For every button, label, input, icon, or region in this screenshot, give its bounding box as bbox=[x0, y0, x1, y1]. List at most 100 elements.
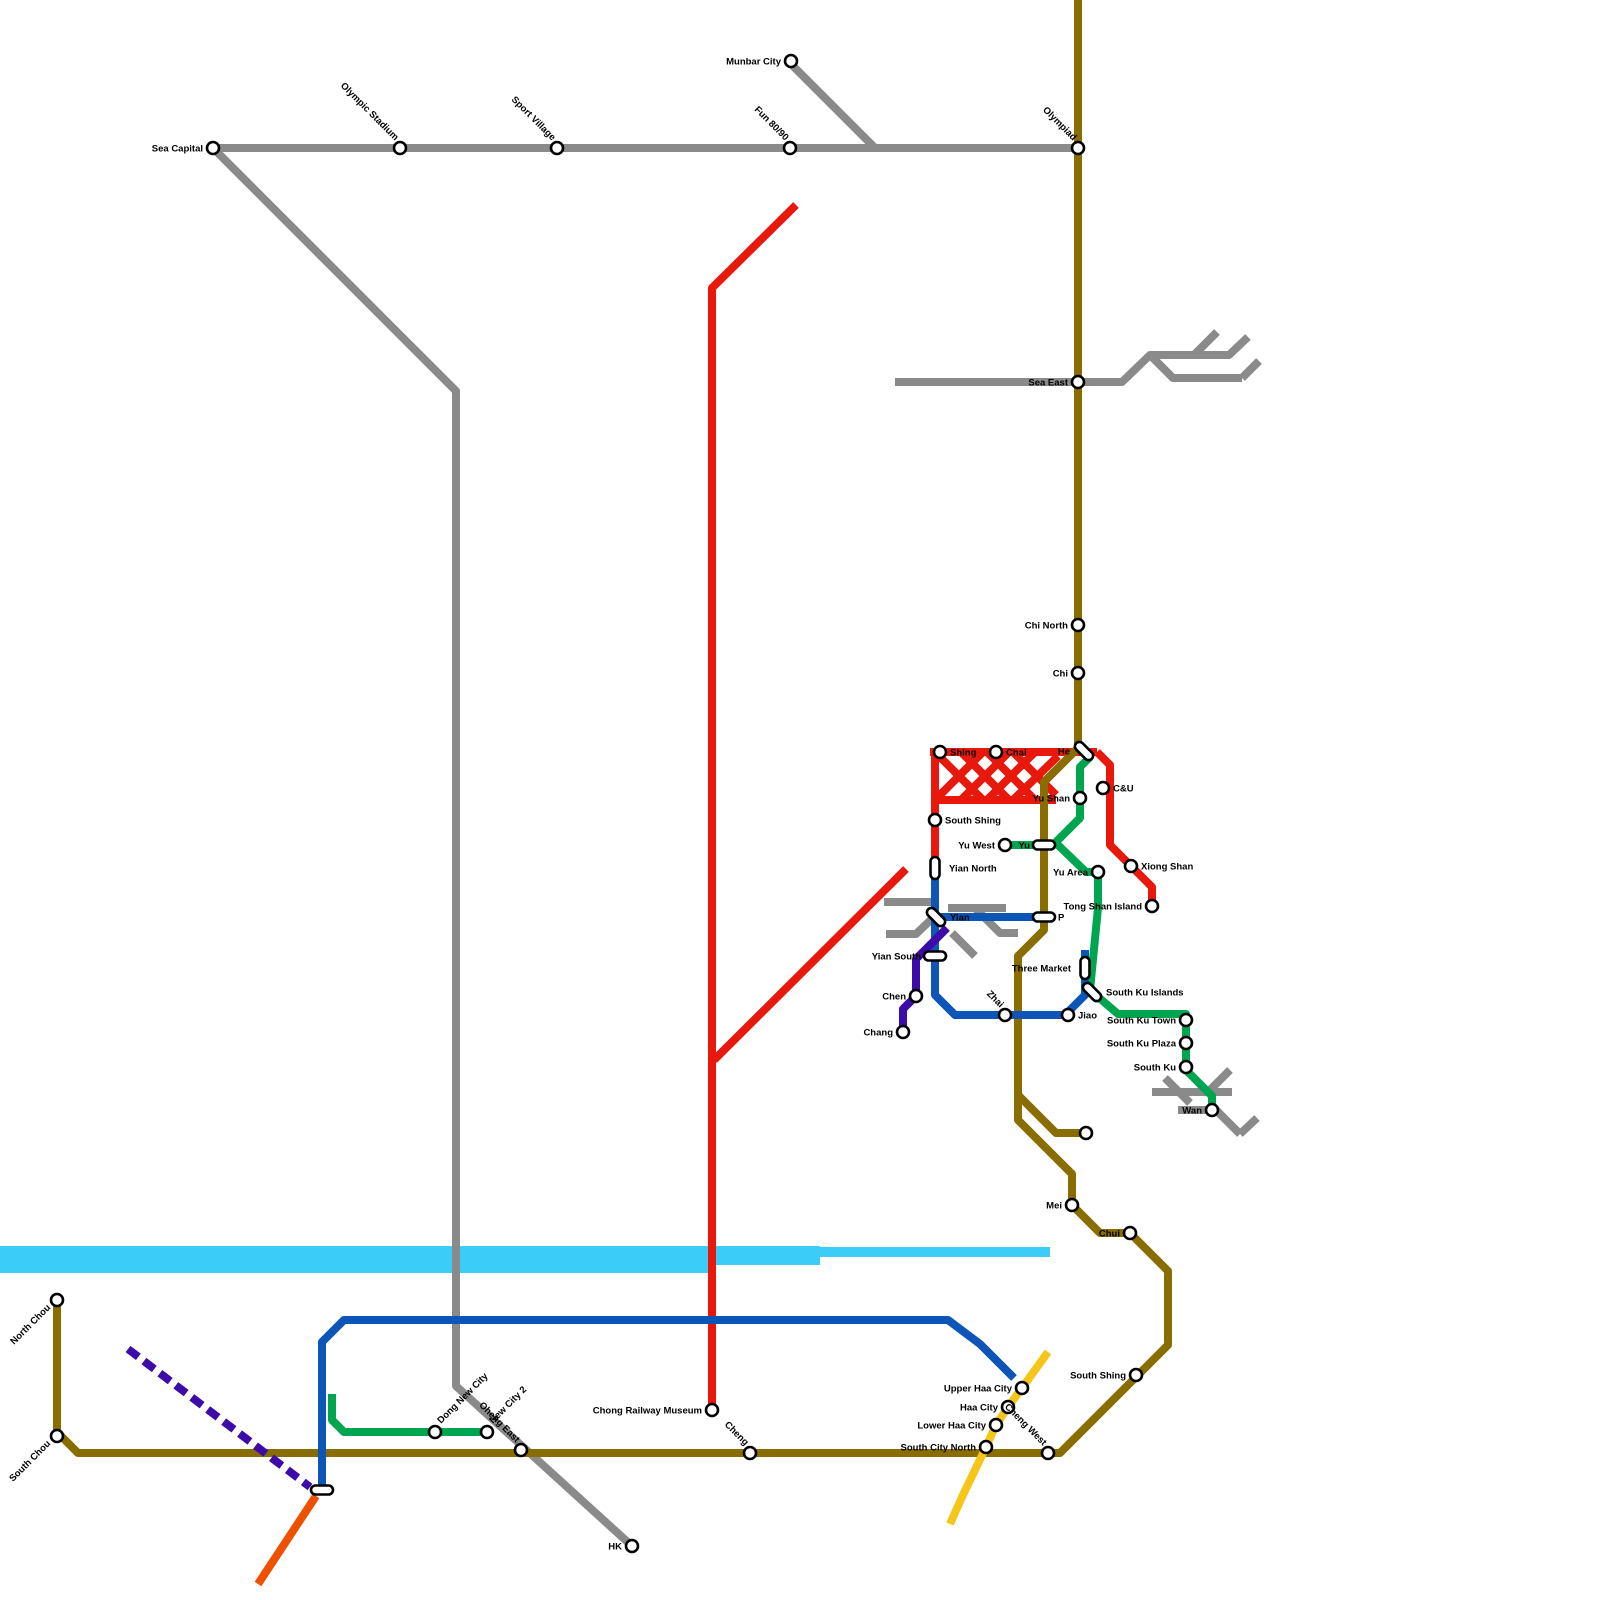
station-he[interactable]: He bbox=[1058, 740, 1095, 762]
station-marker[interactable] bbox=[783, 53, 799, 69]
station-chen[interactable]: Chen bbox=[882, 988, 924, 1004]
station-marker[interactable] bbox=[988, 1417, 1004, 1433]
station-marker[interactable] bbox=[49, 1292, 65, 1308]
station-chui[interactable]: Chui bbox=[1099, 1225, 1138, 1241]
station-marker[interactable] bbox=[1000, 1399, 1016, 1415]
station-wan[interactable]: Wan bbox=[1182, 1102, 1220, 1118]
station-south-city-north[interactable]: South City North bbox=[901, 1439, 994, 1455]
line-munbar-branch bbox=[788, 61, 878, 151]
station-yian-north[interactable]: Yian North bbox=[929, 855, 997, 881]
station-marker[interactable] bbox=[479, 1424, 495, 1440]
interchange-marker[interactable] bbox=[929, 855, 941, 881]
station-marker[interactable] bbox=[1040, 1445, 1056, 1461]
station-marker[interactable] bbox=[1070, 140, 1086, 156]
station-marker[interactable] bbox=[1090, 864, 1106, 880]
station-marker[interactable] bbox=[782, 140, 798, 156]
station-marker[interactable] bbox=[997, 1007, 1013, 1023]
station-south-shing[interactable]: South Shing bbox=[1070, 1367, 1144, 1383]
station-munbar-city[interactable]: Munbar City bbox=[726, 53, 799, 69]
station-south-ku-islands[interactable]: South Ku Islands bbox=[1081, 981, 1184, 1003]
station-south-chou[interactable]: South Chou bbox=[7, 1428, 65, 1484]
station-marker[interactable] bbox=[513, 1442, 529, 1458]
station-marker[interactable] bbox=[1095, 780, 1111, 796]
station-marker[interactable] bbox=[1128, 1367, 1144, 1383]
station-marker[interactable] bbox=[1123, 858, 1139, 874]
station-label: South Chou bbox=[7, 1438, 53, 1484]
station-marker[interactable] bbox=[49, 1428, 65, 1444]
station-marker[interactable] bbox=[1178, 1012, 1194, 1028]
station-yu-shan[interactable]: Yu Shan bbox=[1033, 790, 1088, 806]
station-marker[interactable] bbox=[1070, 617, 1086, 633]
station-marker[interactable] bbox=[1204, 1102, 1220, 1118]
station-marker[interactable] bbox=[1144, 898, 1160, 914]
station-marker[interactable] bbox=[1072, 790, 1088, 806]
station-marker[interactable] bbox=[927, 812, 943, 828]
interchange-marker[interactable] bbox=[1031, 839, 1057, 851]
station-marker[interactable] bbox=[1078, 1125, 1094, 1141]
interchange-marker[interactable] bbox=[925, 906, 947, 928]
interchange-marker[interactable] bbox=[1031, 911, 1057, 923]
station-hk[interactable]: HK bbox=[608, 1538, 640, 1554]
station-upper-haa-city[interactable]: Upper Haa City bbox=[944, 1380, 1030, 1396]
station-south-ku-plaza[interactable]: South Ku Plaza bbox=[1107, 1035, 1194, 1051]
interchange-marker[interactable] bbox=[1081, 981, 1103, 1003]
station-sea-east[interactable]: Sea East bbox=[1028, 374, 1086, 390]
line-orange-line bbox=[254, 1493, 320, 1587]
station-yian[interactable]: Yian bbox=[925, 906, 970, 928]
station-chi[interactable]: Chi bbox=[1053, 665, 1086, 681]
station-marker[interactable] bbox=[392, 140, 408, 156]
station-marker[interactable] bbox=[1070, 374, 1086, 390]
station-yian-south[interactable]: Yian South bbox=[872, 950, 948, 963]
station-south-shing[interactable]: South Shing bbox=[927, 812, 1001, 828]
station-haa-city[interactable]: Haa City bbox=[960, 1399, 1016, 1415]
interchange-marker[interactable] bbox=[1073, 740, 1095, 762]
station-three-market[interactable]: Three Market bbox=[1012, 955, 1091, 981]
station-marker[interactable] bbox=[1014, 1380, 1030, 1396]
station-mei[interactable]: Mei bbox=[1046, 1197, 1080, 1213]
station-p[interactable]: P bbox=[1031, 911, 1065, 924]
station-south-ku[interactable]: South Ku bbox=[1134, 1059, 1194, 1075]
line-red-diagonal bbox=[711, 866, 909, 1063]
station-label: Sport Village bbox=[509, 94, 558, 143]
station-marker[interactable] bbox=[895, 1024, 911, 1040]
station-chi-north[interactable]: Chi North bbox=[1025, 617, 1086, 633]
station-chang[interactable]: Chang bbox=[863, 1024, 911, 1040]
station-marker[interactable] bbox=[988, 744, 1004, 760]
station-marker[interactable] bbox=[1060, 1007, 1076, 1023]
station-yu-west[interactable]: Yu West bbox=[958, 837, 1013, 853]
station-south-ku-town[interactable]: South Ku Town bbox=[1107, 1012, 1194, 1028]
station-marker[interactable] bbox=[205, 140, 221, 156]
station-chong-railway-museum[interactable]: Chong Railway Museum bbox=[593, 1402, 720, 1418]
station-olympic-stadium[interactable]: Olympic Stadium bbox=[338, 80, 408, 156]
station-marker[interactable] bbox=[1178, 1035, 1194, 1051]
interchange-marker[interactable] bbox=[309, 1484, 335, 1496]
station-marker[interactable] bbox=[1178, 1059, 1194, 1075]
station-yu-area[interactable]: Yu Area bbox=[1053, 864, 1106, 880]
interchange-marker[interactable] bbox=[922, 950, 948, 962]
station-marker[interactable] bbox=[549, 140, 565, 156]
station-c-u[interactable]: C&U bbox=[1095, 780, 1134, 796]
station-sea-capital[interactable]: Sea Capital bbox=[152, 140, 221, 156]
station-marker[interactable] bbox=[1122, 1225, 1138, 1241]
station-lower-haa-city[interactable]: Lower Haa City bbox=[917, 1417, 1004, 1433]
station-marker[interactable] bbox=[704, 1402, 720, 1418]
station-marker[interactable] bbox=[1070, 665, 1086, 681]
station-unnamed[interactable] bbox=[309, 1484, 335, 1496]
station-marker[interactable] bbox=[932, 744, 948, 760]
station-marker[interactable] bbox=[427, 1424, 443, 1440]
station-yu[interactable]: Yu bbox=[1018, 839, 1057, 852]
station-chai[interactable]: Chai bbox=[988, 744, 1027, 760]
station-marker[interactable] bbox=[1064, 1197, 1080, 1213]
station-marker[interactable] bbox=[742, 1445, 758, 1461]
station-marker[interactable] bbox=[997, 837, 1013, 853]
interchange-marker[interactable] bbox=[1079, 955, 1091, 981]
station-tong-shan-island[interactable]: Tong Shan Island bbox=[1064, 898, 1160, 914]
station-unnamed[interactable] bbox=[1078, 1125, 1094, 1141]
station-marker[interactable] bbox=[624, 1538, 640, 1554]
station-marker[interactable] bbox=[908, 988, 924, 1004]
station-jiao[interactable]: Jiao bbox=[1060, 1007, 1097, 1023]
station-shing[interactable]: Shing bbox=[932, 744, 977, 760]
station-xiong-shan[interactable]: Xiong Shan bbox=[1123, 858, 1193, 874]
station-marker[interactable] bbox=[978, 1439, 994, 1455]
